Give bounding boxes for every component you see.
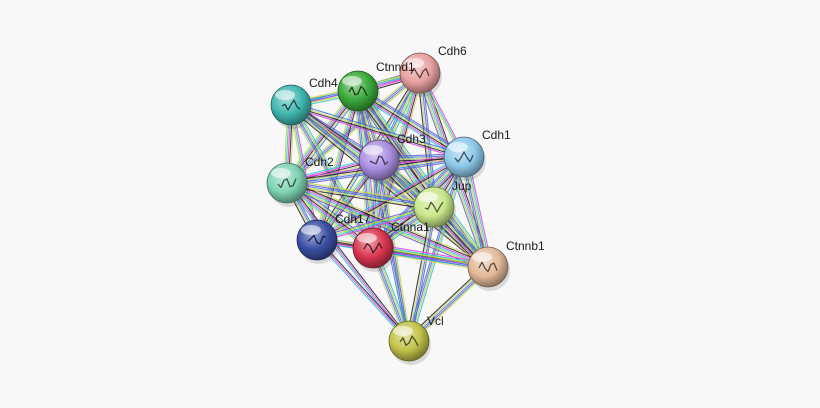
structure-cdh4-icon: [281, 99, 301, 111]
structure-ctnnd1-icon: [348, 85, 368, 97]
node-label-ctnnb1: Ctnnb1: [506, 239, 545, 253]
edges-layer: [283, 69, 493, 344]
edge-evidence-line: [289, 105, 488, 269]
node-highlight: [393, 326, 413, 336]
edge-evidence-line: [289, 105, 373, 250]
edge-evidence-line: [316, 239, 410, 342]
edge-evidence-line: [317, 91, 360, 241]
structure-cdh17-icon: [307, 234, 327, 245]
node-cdh4[interactable]: Cdh4: [270, 76, 338, 129]
node-highlight: [271, 168, 291, 178]
structure-ctnna1-icon: [363, 242, 383, 254]
node-highlight: [448, 142, 468, 152]
edge-evidence-line: [288, 178, 490, 264]
edge-evidence-line: [286, 182, 435, 208]
edge-evidence-line: [286, 182, 410, 342]
edge-evidence-line: [417, 73, 433, 208]
edge-evidence-line: [407, 206, 434, 341]
edge-evidence-line: [410, 157, 467, 342]
edge-evidence-line: [287, 181, 411, 341]
node-highlight: [357, 233, 377, 243]
node-label-ctnna1: Ctnna1: [391, 220, 430, 234]
edge-evidence-line: [317, 238, 411, 341]
node-label-ctnnd1: Ctnnd1: [376, 60, 415, 74]
edge-evidence-line: [357, 91, 464, 159]
edge-evidence-line: [291, 103, 465, 157]
node-label-jup: Jup: [452, 179, 472, 193]
edge-evidence-line: [286, 183, 488, 269]
edge-evidence-line: [406, 206, 433, 341]
edge-evidence-line: [288, 74, 422, 186]
node-label-cdh17: Cdh17: [335, 212, 371, 226]
node-highlight: [404, 58, 424, 68]
edge-evidence-line: [290, 105, 464, 159]
structure-ctnnb1-icon: [478, 261, 498, 273]
structure-jup-icon: [424, 201, 444, 213]
edge-evidence-line: [358, 88, 466, 156]
edge-evidence-line: [409, 157, 466, 342]
edge-evidence-line: [315, 240, 409, 343]
edge-evidence-line: [287, 181, 489, 267]
node-label-vcl: Vcl: [427, 314, 444, 328]
node-highlight: [472, 252, 492, 262]
node-label-cdh1: Cdh1: [482, 128, 511, 142]
edge-evidence-line: [409, 207, 436, 342]
edge-evidence-line: [292, 104, 320, 240]
node-highlight: [301, 225, 321, 235]
structure-vcl-icon: [399, 335, 419, 347]
edge-jup-vcl: [406, 206, 437, 342]
structure-cdh3-icon: [369, 155, 389, 166]
edge-evidence-line: [360, 88, 492, 265]
node-label-cdh4: Cdh4: [309, 76, 338, 90]
node-cdh1[interactable]: Cdh1: [443, 128, 511, 181]
edge-cdh4-cdh1: [290, 102, 465, 160]
structure-cdh2-icon: [277, 178, 297, 189]
edge-evidence-line: [286, 71, 420, 183]
node-label-cdh6: Cdh6: [438, 44, 467, 58]
edge-evidence-line: [410, 207, 437, 342]
structure-cdh1-icon: [454, 151, 474, 163]
node-vcl[interactable]: Vcl: [388, 314, 444, 365]
node-label-cdh2: Cdh2: [305, 155, 334, 169]
edge-evidence-line: [356, 92, 464, 160]
node-cdh17[interactable]: Cdh17: [296, 212, 371, 264]
edge-evidence-line: [359, 87, 467, 155]
edge-evidence-line: [287, 179, 435, 205]
node-highlight: [363, 145, 383, 155]
edge-evidence-line: [355, 91, 408, 342]
node-highlight: [418, 192, 438, 202]
edge-evidence-line: [358, 89, 465, 157]
node-cdh3[interactable]: Cdh3: [358, 132, 426, 184]
edge-evidence-line: [288, 107, 487, 270]
node-highlight: [275, 90, 295, 100]
node-ctnnb1[interactable]: Ctnnb1: [467, 239, 545, 291]
node-highlight: [342, 76, 362, 86]
edge-evidence-line: [290, 106, 464, 160]
node-cdh6[interactable]: Cdh6: [399, 44, 467, 97]
node-label-cdh3: Cdh3: [397, 132, 426, 146]
edge-evidence-line: [287, 73, 421, 185]
node-ctnnd1[interactable]: Ctnnd1: [337, 60, 415, 115]
node-cdh2[interactable]: Cdh2: [266, 155, 334, 207]
edge-evidence-line: [285, 184, 488, 270]
edge-evidence-line: [291, 102, 465, 156]
node-ctnna1[interactable]: Ctnna1: [352, 220, 430, 272]
edge-evidence-line: [287, 180, 435, 206]
edge-evidence-line: [316, 204, 434, 239]
edge-cdh17-vcl: [315, 238, 411, 343]
node-jup[interactable]: Jup: [413, 179, 472, 231]
